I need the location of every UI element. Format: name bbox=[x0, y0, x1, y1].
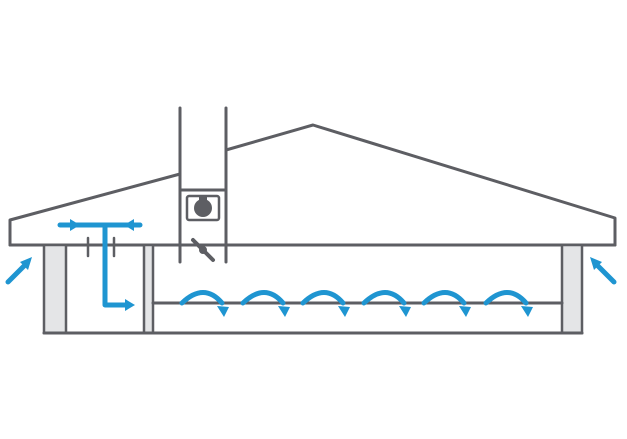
airflow-arc bbox=[240, 290, 286, 306]
airflow-arc-head bbox=[338, 306, 350, 317]
airflow-arc-head bbox=[399, 306, 411, 317]
left-wall bbox=[42, 243, 68, 335]
airflow-arc-head bbox=[278, 306, 290, 317]
right-wall bbox=[560, 243, 584, 335]
interior-partition bbox=[142, 243, 155, 335]
roof-outline bbox=[8, 172, 182, 247]
airflow-arc bbox=[421, 290, 467, 306]
roof-right-section bbox=[224, 123, 617, 247]
damper-icon bbox=[191, 238, 215, 262]
duct-airflow bbox=[57, 219, 143, 311]
airflow-arc bbox=[483, 290, 529, 306]
left-intake-arrow-icon bbox=[5, 257, 32, 285]
right-intake-arrow-icon bbox=[590, 257, 617, 285]
airflow-arc-head bbox=[217, 306, 229, 317]
airflow-arc bbox=[179, 290, 225, 306]
airflow-arc bbox=[361, 290, 407, 306]
airflow-arrow-icon bbox=[179, 290, 533, 317]
airflow-arc-head bbox=[459, 306, 471, 317]
fan-icon bbox=[185, 194, 221, 222]
airflow-arc-head bbox=[521, 306, 533, 317]
airflow-arc bbox=[300, 290, 346, 306]
